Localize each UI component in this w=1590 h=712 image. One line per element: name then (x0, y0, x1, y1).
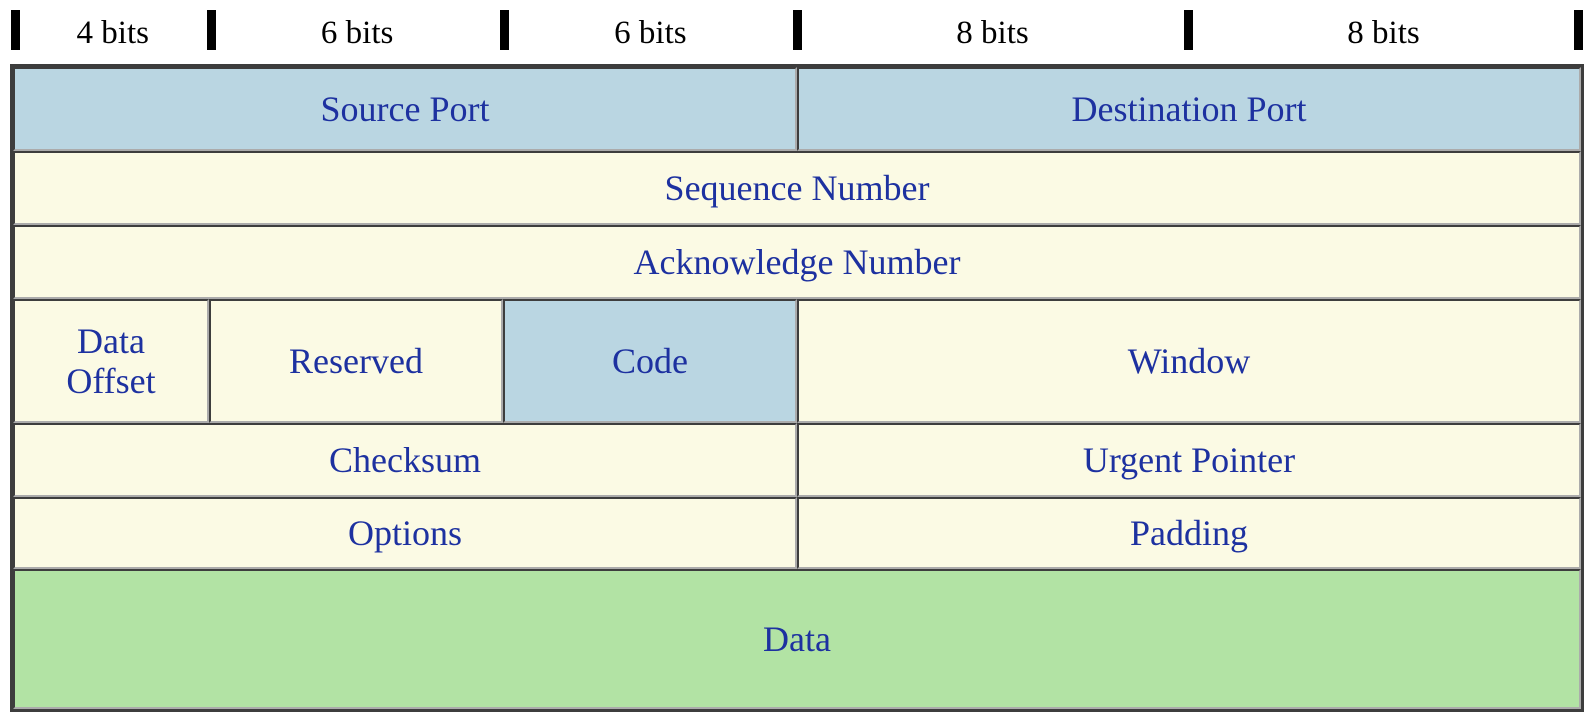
packet-row-flags: Data Offset Reserved Code Window (13, 299, 1581, 423)
tick-mark-icon (1184, 10, 1193, 50)
packet-row-acknowledge: Acknowledge Number (13, 225, 1581, 299)
field-source-port: Source Port (13, 67, 797, 151)
field-options: Options (13, 497, 797, 569)
field-checksum: Checksum (13, 423, 797, 497)
bit-scale-segment: 8 bits (1184, 8, 1579, 54)
bit-scale-ruler: 4 bits 6 bits 6 bits 8 bits 8 bits (11, 8, 1583, 54)
field-window: Window (797, 299, 1581, 423)
field-data-offset: Data Offset (13, 299, 209, 423)
field-code: Code (503, 299, 797, 423)
bit-scale-segment: 4 bits (11, 8, 211, 54)
bit-width-label: 8 bits (1347, 14, 1420, 51)
packet-row-ports: Source Port Destination Port (13, 67, 1581, 151)
packet-structure-table: Source Port Destination Port Sequence Nu… (10, 64, 1584, 712)
field-urgent-pointer: Urgent Pointer (797, 423, 1581, 497)
tick-mark-icon (499, 10, 509, 50)
bit-scale-segment: 8 bits (793, 8, 1188, 54)
packet-row-options: Options Padding (13, 497, 1581, 569)
field-padding: Padding (797, 497, 1581, 569)
field-destination-port: Destination Port (797, 67, 1581, 151)
tick-mark-icon (206, 10, 216, 50)
bit-width-label: 6 bits (320, 14, 394, 51)
bit-scale-segment: 6 bits (499, 8, 797, 54)
bit-width-label: 8 bits (956, 14, 1029, 51)
tick-mark-icon (1574, 10, 1583, 50)
field-sequence-number: Sequence Number (13, 151, 1581, 225)
bit-width-label: 4 bits (76, 14, 149, 51)
bit-width-label: 6 bits (614, 14, 687, 51)
packet-row-data: Data (13, 569, 1581, 709)
tick-mark-icon (793, 10, 802, 50)
field-acknowledge-number: Acknowledge Number (13, 225, 1581, 299)
field-data: Data (13, 569, 1581, 709)
packet-row-checksum: Checksum Urgent Pointer (13, 423, 1581, 497)
tick-mark-icon (11, 10, 20, 50)
bit-scale-segment: 6 bits (206, 8, 504, 54)
field-reserved: Reserved (209, 299, 503, 423)
packet-row-sequence: Sequence Number (13, 151, 1581, 225)
